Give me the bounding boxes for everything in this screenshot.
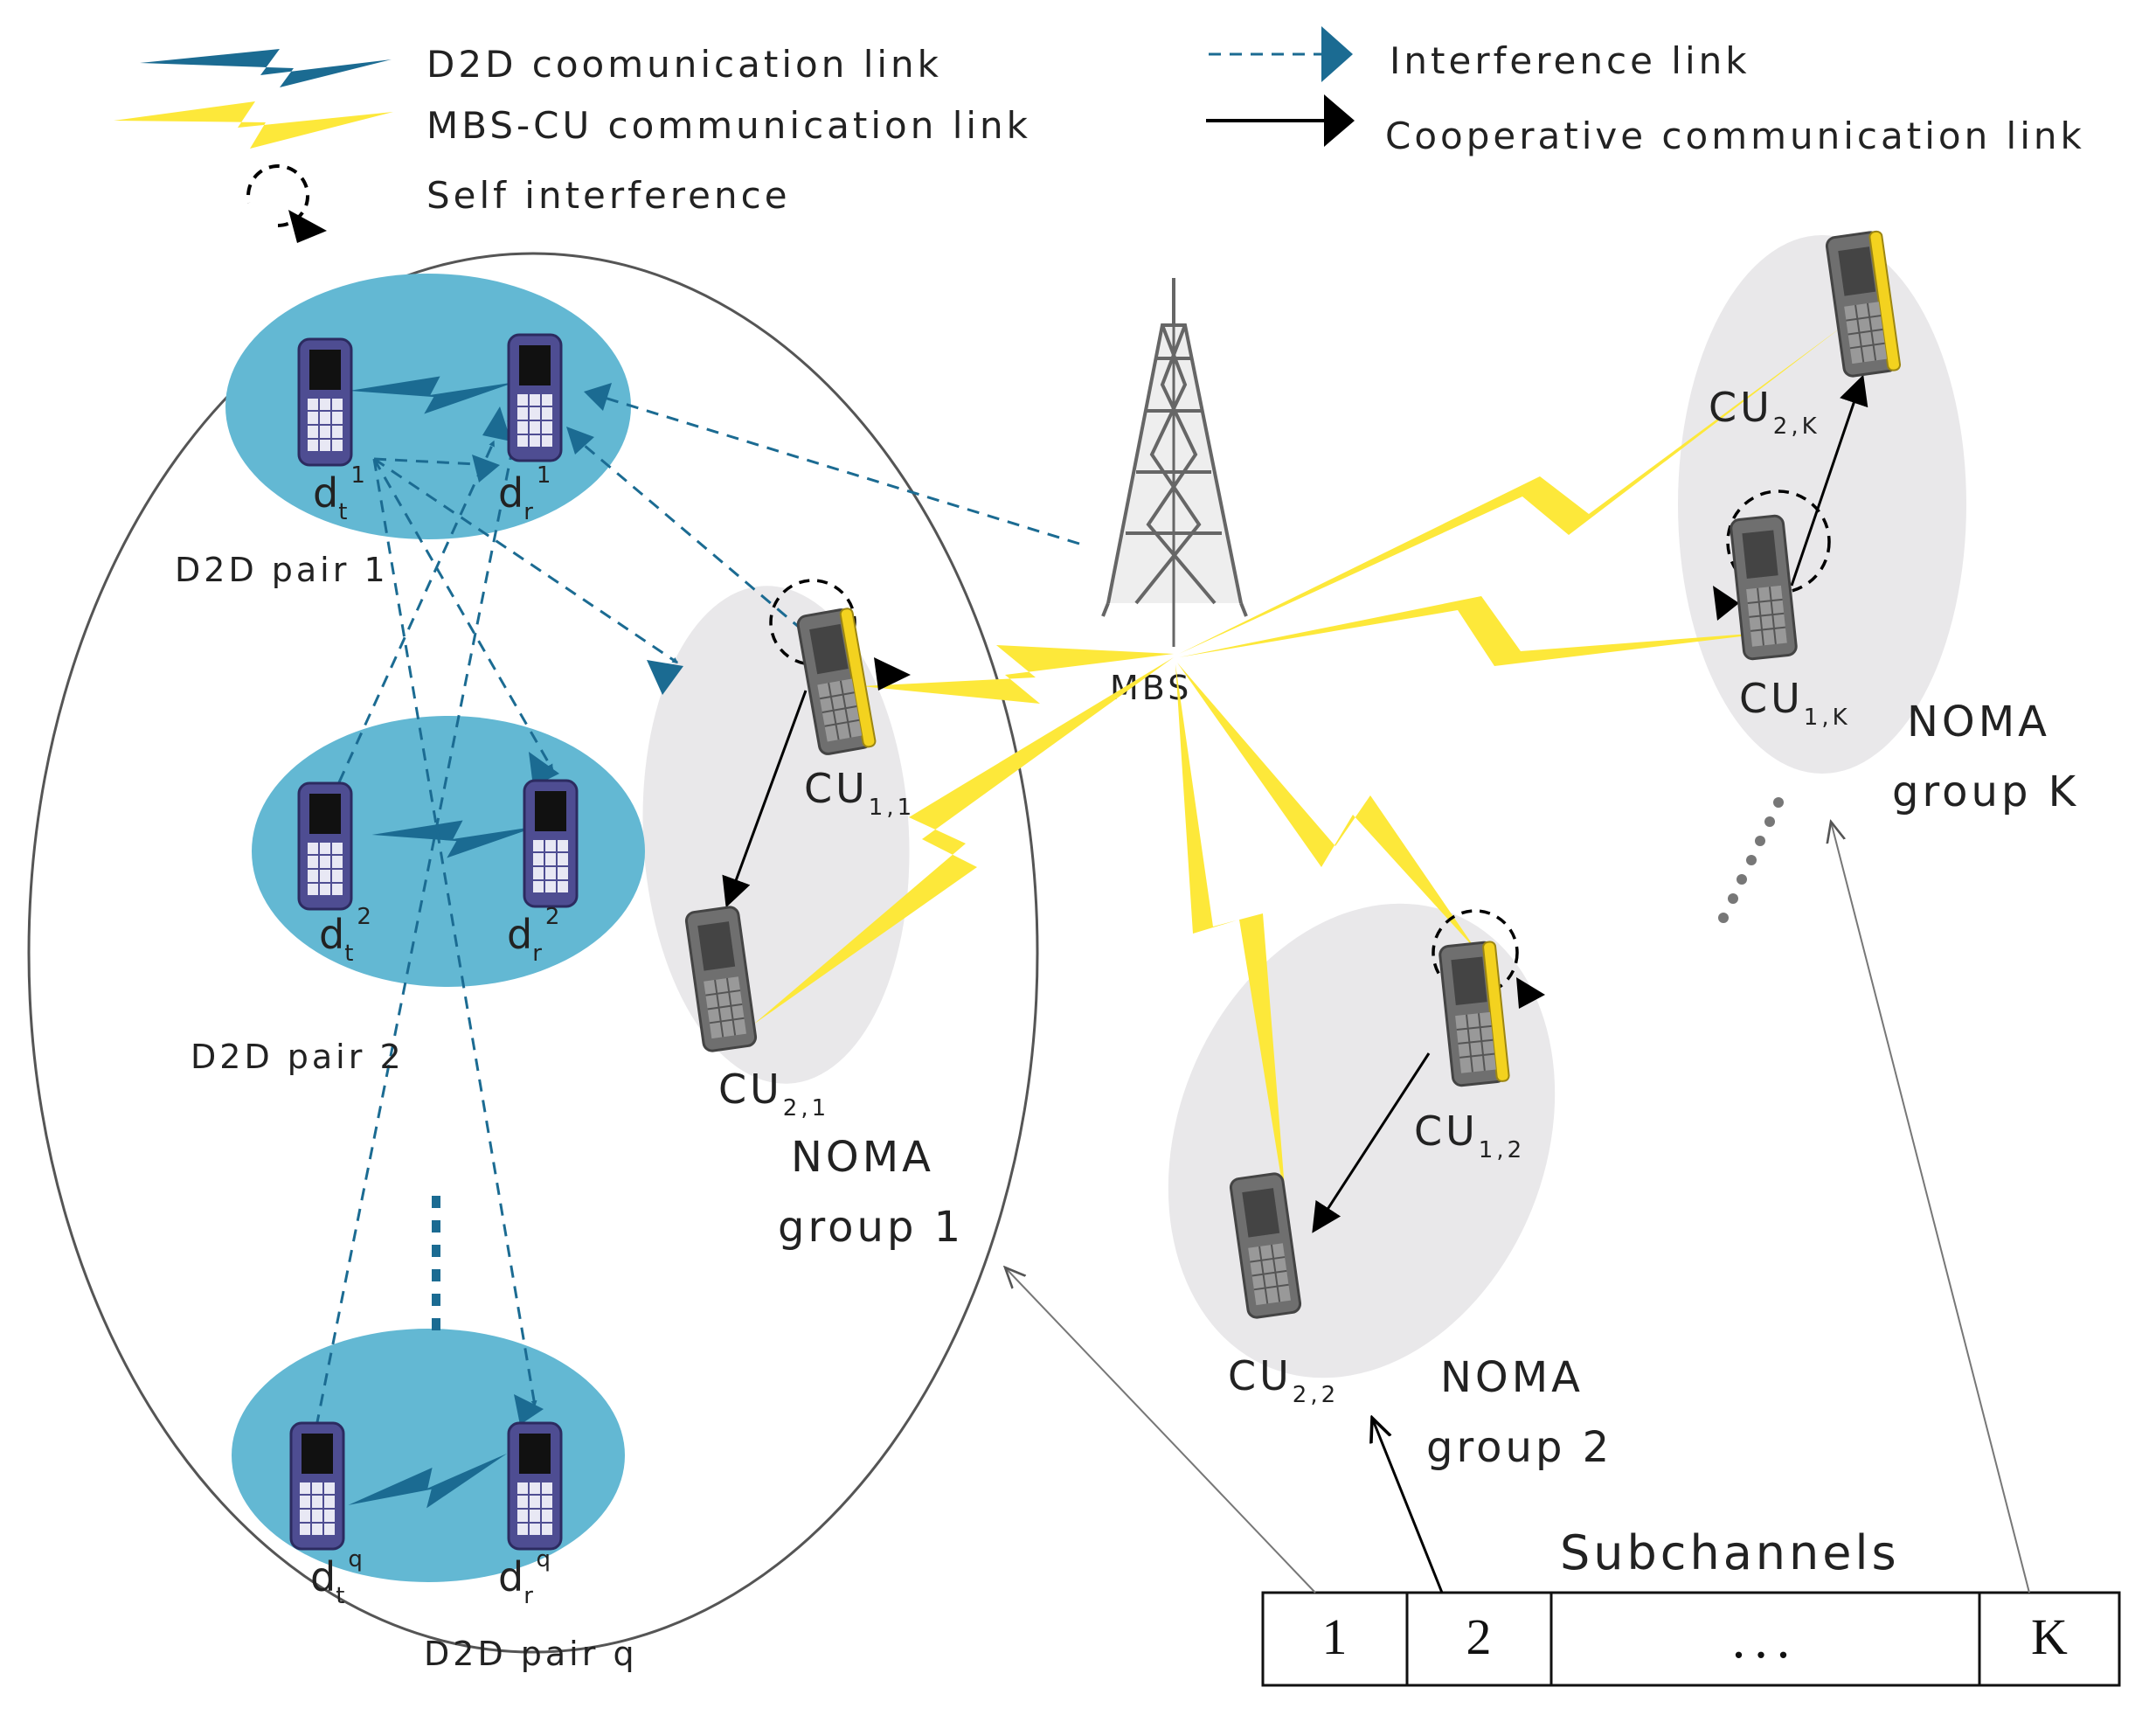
label-cu11: CU1,1 bbox=[804, 765, 915, 821]
phone-icon-dtq bbox=[289, 1421, 345, 1551]
legend-cooperative-link-icon bbox=[1206, 94, 1355, 147]
phone-icon-dt2 bbox=[297, 781, 353, 911]
noma-group-labels: NOMA group 1 NOMA group 2 NOMA group K bbox=[778, 698, 2079, 1472]
legend-mbs-cu-link-label: MBS-CU communication link bbox=[426, 104, 1031, 147]
label-noma-groupK-line2: group K bbox=[1892, 767, 2079, 816]
label-d2d-pair2: D2D pair 2 bbox=[191, 1038, 405, 1076]
ellipsis-dots-groups bbox=[1718, 797, 1784, 923]
phone-icon-drq bbox=[507, 1421, 563, 1551]
label-dt1: dt1 bbox=[313, 462, 365, 525]
legend-interference-link-label: Interference link bbox=[1390, 39, 1750, 82]
legend-mbs-cu-link-icon bbox=[114, 101, 393, 149]
ellipsis-dots-d2d bbox=[432, 1196, 440, 1330]
noma-group1-cluster bbox=[642, 586, 910, 1084]
label-dr1: dr1 bbox=[498, 462, 551, 525]
d2d-phones bbox=[289, 333, 579, 1551]
subchannels-title: Subchannels bbox=[1560, 1525, 1900, 1580]
phone-icon-cu12 bbox=[1438, 941, 1510, 1087]
label-dt2: dt2 bbox=[319, 904, 371, 967]
label-dr2: dr2 bbox=[507, 904, 559, 967]
phone-icon-dt1 bbox=[297, 337, 353, 467]
d2d-pair1-cluster bbox=[225, 274, 631, 539]
label-cu22: CU2,2 bbox=[1228, 1352, 1339, 1408]
subchannels: Subchannels 1 2 ... K bbox=[1261, 1525, 2121, 1687]
subchannel-cell-1: 1 bbox=[1322, 1608, 1348, 1665]
label-noma-group1-line1: NOMA bbox=[791, 1133, 934, 1182]
d2d-labels: dt1 dr1 D2D pair 1 dt2 dr2 D2D pair 2 dt… bbox=[175, 462, 638, 1673]
subchannel-cell-ellipsis: ... bbox=[1732, 1610, 1799, 1670]
noma-groupK-cluster bbox=[1678, 235, 1966, 774]
noma-group1-boundary bbox=[27, 252, 1039, 1654]
label-cu12: CU1,2 bbox=[1414, 1107, 1525, 1163]
noma-group2-cluster bbox=[1168, 903, 1556, 1378]
subchannel-allocation-arrows bbox=[1005, 822, 2030, 1594]
legend-d2d-link-label: D2D coomunication link bbox=[426, 43, 942, 86]
interference-links bbox=[315, 393, 1080, 1427]
phone-icon-cu2k bbox=[1825, 230, 1902, 378]
label-cu1k: CU1,K bbox=[1739, 675, 1851, 731]
label-dtq: dtq bbox=[310, 1546, 363, 1609]
interference-arrowheads bbox=[472, 383, 683, 1425]
label-noma-groupK-line1: NOMA bbox=[1907, 698, 2050, 746]
legend-cooperative-link-label: Cooperative communication link bbox=[1385, 115, 2085, 157]
mbs-cu-links bbox=[753, 325, 1844, 1211]
label-d2d-pairq: D2D pair q bbox=[424, 1635, 638, 1673]
phone-icon-cu21 bbox=[684, 906, 758, 1052]
label-cu21: CU2,1 bbox=[718, 1066, 829, 1121]
label-noma-group1-line2: group 1 bbox=[778, 1203, 964, 1252]
phone-icon-cu1k bbox=[1730, 514, 1798, 661]
legend: D2D coomunication link MBS-CU communicat… bbox=[114, 26, 2085, 243]
label-noma-group2-line1: NOMA bbox=[1440, 1353, 1584, 1402]
self-interference-loops bbox=[769, 490, 1831, 996]
cu-phones bbox=[684, 230, 1902, 1319]
phone-icon-dr1 bbox=[507, 333, 563, 462]
legend-d2d-link-icon bbox=[140, 49, 392, 87]
legend-self-interference-label: Self interference bbox=[426, 174, 791, 217]
label-cu2k: CU2,K bbox=[1709, 384, 1820, 440]
mbs-tower-icon bbox=[1101, 278, 1248, 647]
phone-icon-cu11 bbox=[796, 608, 877, 755]
label-d2d-pair1: D2D pair 1 bbox=[175, 551, 389, 589]
mbs-link-cu1k bbox=[1179, 596, 1785, 666]
legend-self-interference-icon bbox=[246, 164, 327, 243]
subchannel-cell-k: K bbox=[2031, 1608, 2068, 1665]
phone-icon-dr2 bbox=[523, 779, 579, 908]
legend-interference-link-icon bbox=[1209, 26, 1353, 82]
phone-icon-cu22 bbox=[1229, 1172, 1302, 1319]
mbs-link-cu11 bbox=[861, 645, 1174, 704]
subchannels-bar bbox=[1261, 1591, 2121, 1687]
cu-labels: CU1,1 CU2,1 CU1,2 CU2,2 CU1,K CU2,K bbox=[718, 384, 1851, 1408]
label-drq: drq bbox=[498, 1546, 551, 1609]
mbs-link-cu22 bbox=[1175, 664, 1286, 1211]
self-interference-arrowheads bbox=[874, 586, 1739, 1009]
subchannel-cell-2: 2 bbox=[1466, 1608, 1492, 1665]
cooperative-links bbox=[722, 374, 1868, 1233]
label-noma-group2-line2: group 2 bbox=[1426, 1423, 1612, 1472]
